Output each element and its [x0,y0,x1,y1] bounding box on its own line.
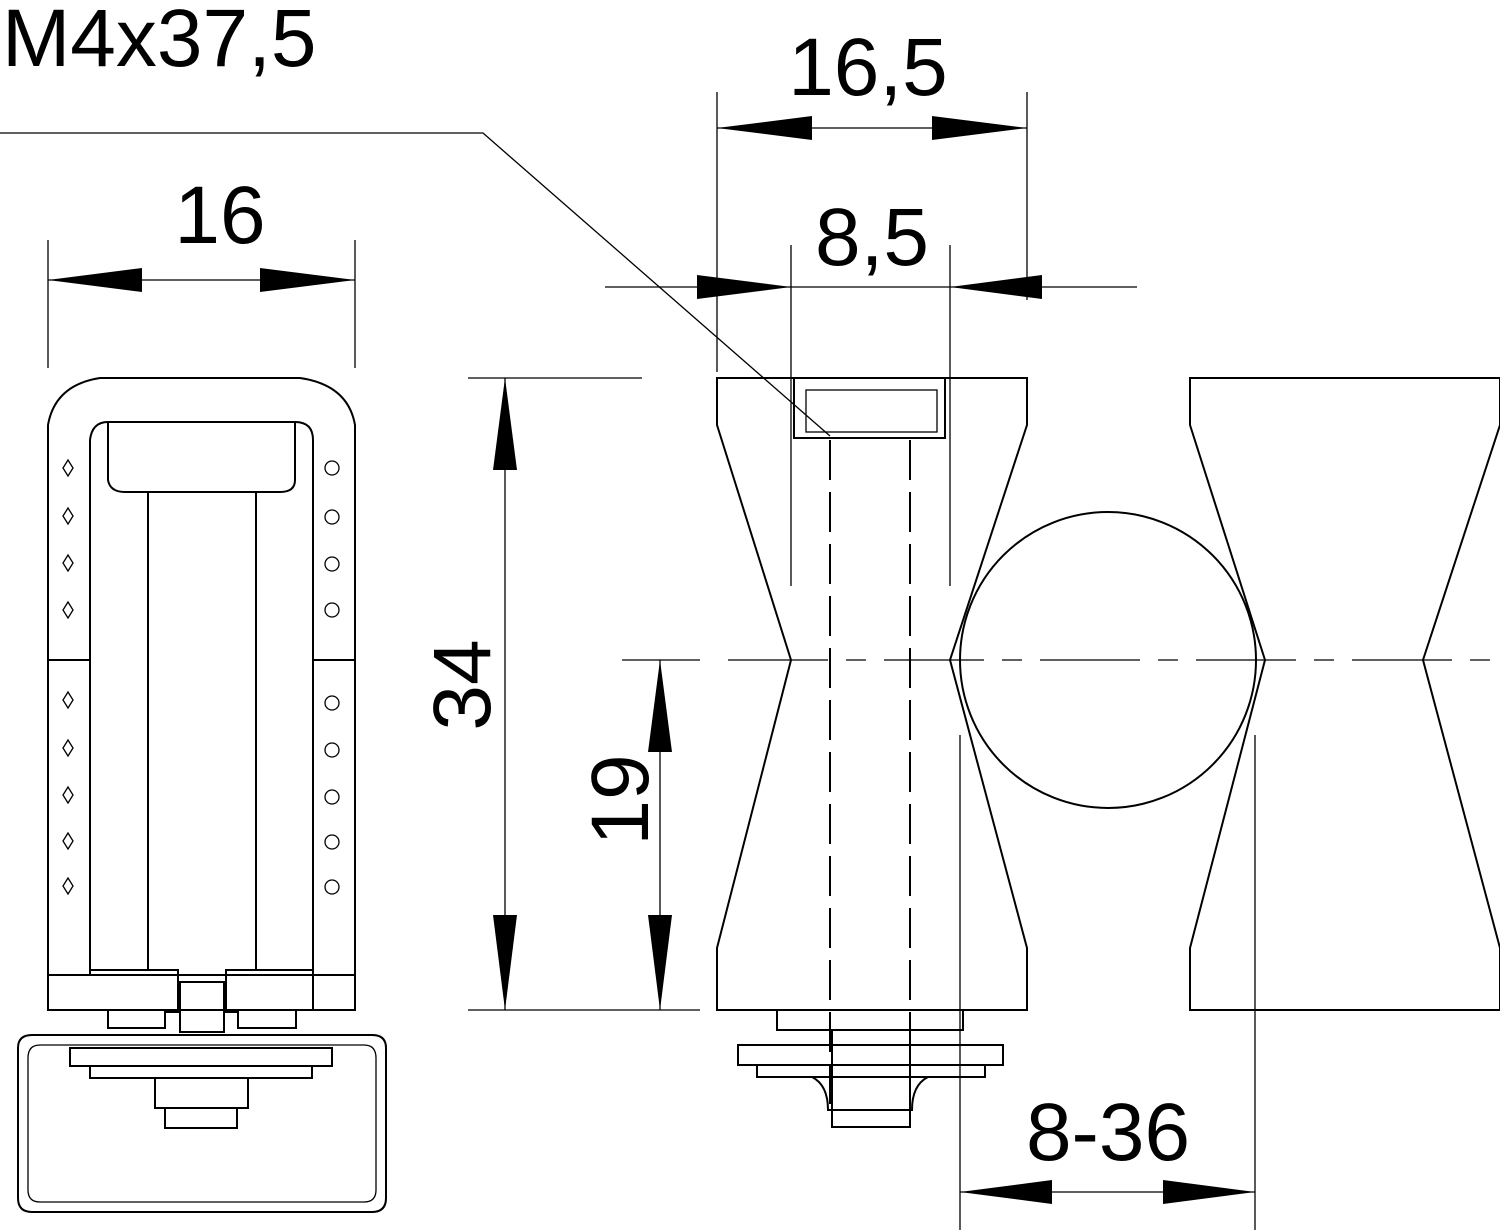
dim-half-height: 19 [575,754,666,845]
side-view [17,377,387,1213]
dimension-34 [468,377,700,1011]
dimension-8-5 [605,245,1137,586]
screw-label: M4x37,5 [2,0,317,84]
dim-slot-width: 8,5 [815,192,929,283]
dimension-19 [622,659,700,1010]
dimension-16 [47,240,356,368]
dim-height: 34 [417,639,508,730]
dimension-16-5 [716,92,1028,372]
dimension-8-36 [959,735,1256,1230]
grip-marks-left [62,458,74,896]
dim-clamp-range: 8-36 [1026,1087,1190,1178]
front-view-clamp [716,377,1028,1128]
round-tube [959,511,1257,809]
dim-width-top: 16,5 [788,22,948,113]
leader-line [0,132,831,437]
dim-side-width: 16 [174,170,265,261]
grip-marks-right [324,460,340,895]
right-clamp-jaw [1189,377,1500,1011]
